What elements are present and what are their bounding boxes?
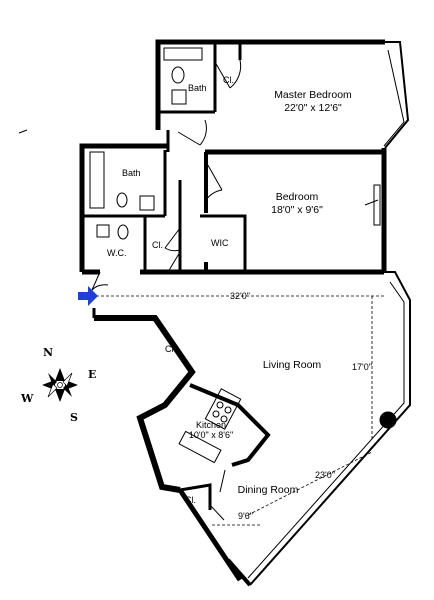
diag-living-dim: 23'0" [315, 470, 335, 480]
compass-w: W [20, 392, 34, 405]
closet-upper-label: Cl. [223, 75, 234, 85]
sink-wc [96, 224, 110, 238]
kitchen-name: Kitchen [196, 420, 226, 430]
range [204, 388, 242, 430]
bedroom-dims: 18'0" x 9'6" [271, 204, 323, 216]
compass-e: E [88, 368, 96, 381]
stray-mark [18, 129, 28, 134]
dining-width-dim: 9'6" [238, 511, 253, 521]
bathtub-upper [163, 47, 203, 61]
depth-living-dim: 17'0" [352, 362, 372, 372]
master-bedroom-dims: 22'0" x 12'6" [284, 102, 342, 114]
radiator [373, 184, 381, 226]
toilet-lower [116, 192, 128, 208]
sink-upper [171, 89, 187, 105]
kitchen-dims: 10'0" x 8'6" [189, 430, 233, 440]
master-bedroom-name: Master Bedroom [274, 89, 352, 101]
wc-label: W.C. [107, 248, 127, 258]
toilet-wc [117, 224, 129, 240]
dining-room-label: Dining Room [238, 484, 299, 496]
wic-label: WIC [211, 238, 229, 248]
closet-dining-label: Cl. [185, 495, 196, 505]
bedroom-name: Bedroom [276, 191, 319, 203]
compass-rose: N E S W [20, 346, 96, 424]
bath-lower-label: Bath [122, 168, 141, 178]
living-room-label: Living Room [263, 359, 322, 371]
kitchen-sink [178, 430, 222, 464]
compass-n: N [43, 346, 53, 359]
compass-s: S [70, 411, 78, 424]
toilet-upper [171, 66, 185, 84]
entry-arrow [78, 286, 98, 306]
closet-living-label: Cl. [165, 344, 176, 354]
bath-upper-label: Bath [188, 83, 207, 93]
door-swings [91, 59, 242, 521]
dimension-lines [96, 295, 384, 526]
width-living-dim: 32'0" [230, 291, 250, 301]
column [379, 411, 397, 429]
fixtures [89, 47, 397, 464]
sink-lower [139, 195, 155, 211]
walls [79, 39, 411, 587]
closet-mid-label: Cl. [152, 240, 163, 250]
bathtub-lower [89, 151, 105, 209]
